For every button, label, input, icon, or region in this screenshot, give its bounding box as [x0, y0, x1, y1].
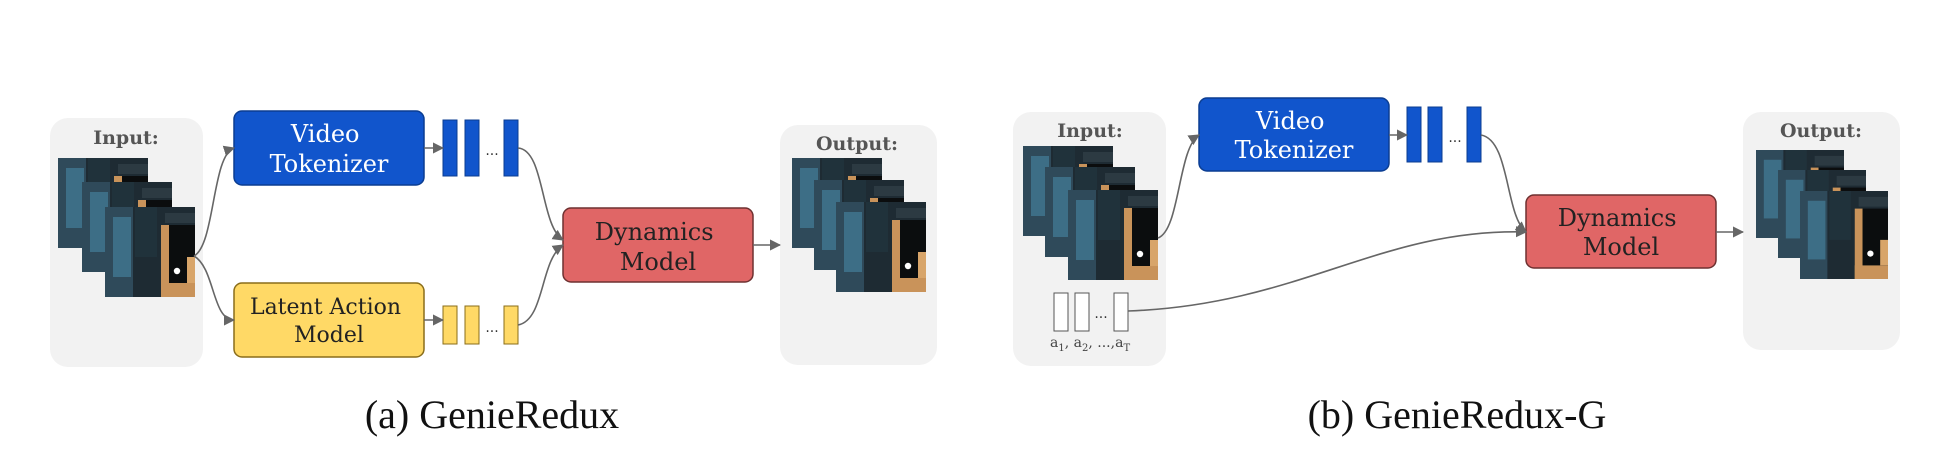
action-slot-icon — [1053, 292, 1069, 332]
dynamics-model-line2: Model — [1583, 233, 1659, 261]
svg-text:Video Tokenizer: Video Tokenizer — [1235, 107, 1354, 164]
video-tokenizer-box: Video Tokenizer — [1198, 97, 1390, 172]
svg-text:Video Tokenizer: Video Tokenizer — [270, 120, 389, 178]
diagram-a: Input: Video Tokenizer ... Latent Action — [50, 110, 937, 437]
video-tokenizer-box: Video Tokenizer — [233, 110, 425, 186]
video-tokenizer-line1: Video — [1255, 107, 1325, 135]
dynamics-model-box: Dynamics Model — [562, 207, 754, 283]
token-dots: ... — [485, 143, 498, 159]
svg-text:Dynamics Model: Dynamics Model — [595, 218, 721, 276]
output-label: Output: — [1780, 120, 1862, 142]
video-tokenizer-line2: Tokenizer — [270, 150, 389, 178]
latent-action-line2: Model — [294, 323, 364, 348]
video-tokenizer-line2: Tokenizer — [1235, 136, 1354, 164]
token-bar-icon — [464, 119, 480, 177]
svg-text:Latent Action Model: Latent Action Model — [250, 295, 408, 348]
dynamics-model-line1: Dynamics — [1558, 204, 1677, 232]
arrow-icon — [193, 145, 236, 257]
token-bar-icon — [464, 305, 480, 345]
arrow-icon — [517, 147, 564, 241]
caption-a: (a) GenieRedux — [365, 392, 619, 437]
action-dots: ... — [1094, 306, 1107, 322]
dynamics-model-line1: Dynamics — [595, 218, 714, 246]
dynamics-model-line2: Model — [620, 248, 696, 276]
output-label: Output: — [816, 133, 898, 155]
dynamics-model-box: Dynamics Model — [1525, 194, 1717, 269]
token-bar-icon — [503, 305, 519, 345]
token-bar-icon — [442, 119, 458, 177]
token-bar-icon — [1466, 106, 1482, 163]
arrow-icon — [193, 255, 236, 326]
latent-token-dots: ... — [485, 320, 498, 336]
video-tokenizer-line1: Video — [290, 120, 360, 148]
latent-action-line1: Latent Action — [250, 295, 401, 320]
svg-text:Dynamics Model: Dynamics Model — [1558, 204, 1684, 261]
latent-token-bars: ... — [442, 305, 519, 345]
token-dots: ... — [1448, 130, 1461, 146]
action-slots: ... a1, a2, ...,aT — [1050, 292, 1130, 354]
token-bar-icon — [1406, 106, 1422, 163]
action-labels: a1, a2, ...,aT — [1050, 335, 1130, 354]
arrow-icon — [1127, 226, 1528, 312]
video-token-bars: ... — [442, 119, 519, 177]
input-label: Input: — [93, 127, 159, 149]
token-bar-icon — [442, 305, 458, 345]
arrow-icon — [1157, 134, 1200, 239]
input-label: Input: — [1057, 120, 1123, 142]
token-bar-icon — [1427, 106, 1443, 163]
video-token-bars: ... — [1406, 106, 1482, 163]
latent-action-model-box: Latent Action Model — [233, 282, 425, 358]
token-bar-icon — [503, 119, 519, 177]
diagram-b: Input: ... a1, a2, ...,aT Video Tokenize… — [1013, 97, 1900, 437]
action-slot-icon — [1074, 292, 1090, 332]
action-slot-icon — [1113, 292, 1129, 332]
arrow-icon — [517, 244, 564, 326]
arrow-icon — [1480, 134, 1527, 233]
caption-b: (b) GenieRedux-G — [1308, 392, 1607, 437]
